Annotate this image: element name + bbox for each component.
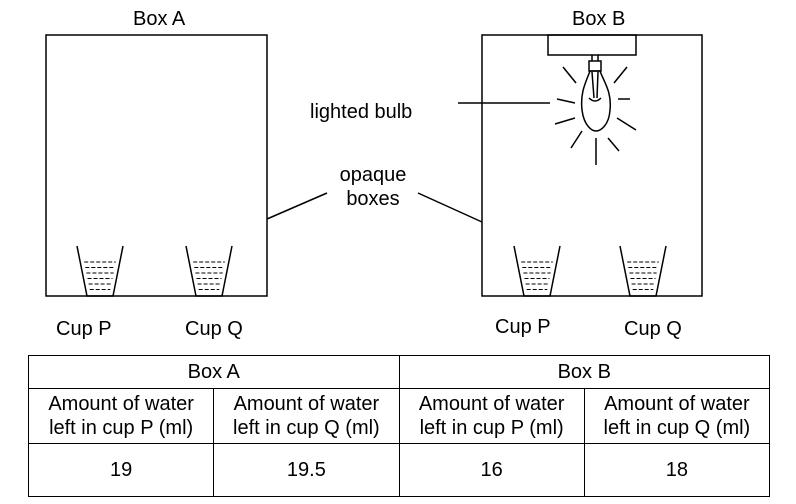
cup-p-label-box-b: Cup P [495, 316, 551, 338]
header-line: left in cup P (ml) [49, 417, 194, 439]
box-a-label: Box A [133, 8, 186, 30]
opaque-label-line1: opaque [339, 164, 407, 186]
opaque-leader-line-a [266, 192, 328, 220]
header-line: left in cup Q (ml) [233, 417, 380, 439]
opaque-leader-line-b [417, 192, 483, 223]
opaque-boxes-label: opaque boxes [318, 164, 428, 210]
column-header: Amount of water left in cup P (ml) [398, 388, 585, 444]
cup-p-box-b [513, 245, 561, 297]
opaque-label-line2: boxes [346, 188, 400, 210]
group-header-box-b: Box B [398, 355, 770, 389]
table-group-row: Box A Box B [28, 355, 770, 389]
column-header: Amount of water left in cup P (ml) [27, 388, 215, 444]
cup-q-label-box-b: Cup Q [624, 318, 682, 340]
cup-q-box-b [619, 245, 667, 297]
group-header-box-a: Box A [28, 355, 400, 389]
bulb-fixture [547, 34, 637, 56]
lighted-bulb-label: lighted bulb [310, 101, 413, 123]
light-rays [554, 66, 637, 165]
light-bulb-icon [580, 55, 612, 132]
header-line: Amount of water [604, 393, 750, 415]
table-header-row: Amount of water left in cup P (ml) Amoun… [27, 388, 771, 444]
cup-q-box-a [185, 245, 233, 297]
cup-q-label-box-a: Cup Q [185, 318, 243, 340]
table-row: 19 19.5 16 18 [27, 443, 771, 497]
experiment-diagram [45, 34, 703, 297]
header-line: left in cup P (ml) [419, 417, 564, 439]
cup-p-box-a [76, 245, 124, 297]
table-cell: 19 [27, 443, 215, 497]
cup-p-label-box-a: Cup P [56, 318, 112, 340]
header-line: left in cup Q (ml) [603, 417, 751, 439]
table-cell: 16 [398, 443, 585, 497]
column-header: Amount of water left in cup Q (ml) [213, 388, 400, 444]
column-header: Amount of water left in cup Q (ml) [583, 388, 771, 444]
box-a [45, 34, 268, 297]
header-line: Amount of water [418, 393, 565, 415]
table-cell: 18 [583, 443, 771, 497]
box-b-label: Box B [572, 8, 626, 30]
results-table: Box A Box B Amount of water left in cup … [27, 355, 771, 497]
header-line: Amount of water [233, 393, 380, 415]
header-line: Amount of water [48, 393, 194, 415]
table-cell: 19.5 [213, 443, 400, 497]
